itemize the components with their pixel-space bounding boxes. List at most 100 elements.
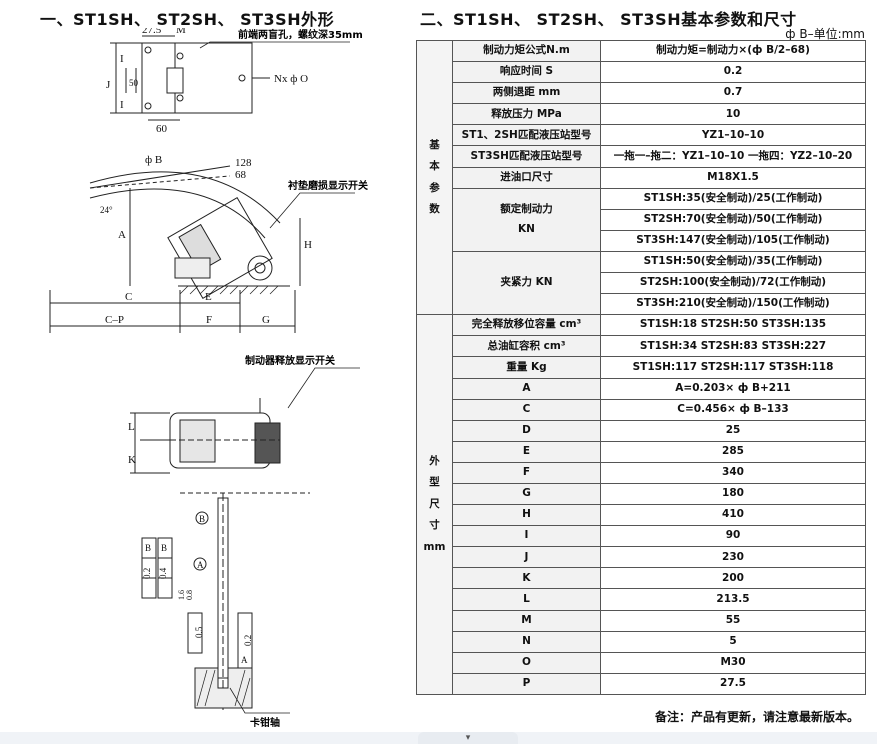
clamp-force-label: 夹紧力 KN — [452, 250, 601, 316]
dim-phib: ф B — [145, 154, 162, 166]
group-char: 基 — [429, 138, 440, 151]
tol-par: 0.4 — [158, 567, 168, 579]
dim-value: 200 — [600, 567, 866, 590]
param-label: 释放压力 MPa — [452, 103, 601, 126]
dim-label: K — [452, 567, 601, 590]
dim-label: F — [452, 461, 601, 484]
chevron-down-icon: ▾ — [465, 733, 471, 743]
group-char: mm — [423, 540, 446, 553]
dim-label: C — [452, 398, 601, 421]
group-label-basic: 基本参数 — [416, 39, 453, 316]
dim-value: 213.5 — [600, 588, 866, 611]
clamp-force-value: ST1SH:50(安全制动)/35(工作制动) — [600, 250, 866, 274]
dim-value: M30 — [600, 651, 866, 674]
dim-label: H — [452, 504, 601, 527]
dim-label: M — [452, 609, 601, 632]
rated-force-value: ST3SH:147(安全制动)/105(工作制动) — [600, 229, 866, 252]
params-section-title: 二、ST1SH、 ST2SH、 ST3SH基本参数和尺寸 — [420, 10, 797, 29]
dim-label: O — [452, 651, 601, 674]
dim-e: E — [205, 291, 212, 303]
dim-h: H — [304, 239, 312, 251]
group-char: 数 — [429, 203, 440, 216]
callout-release-label: 制动器释放显示开关 — [245, 354, 335, 367]
dim-27-5: 27.5 — [142, 28, 162, 36]
dim-128: 128 — [235, 157, 252, 169]
dim-k: K — [128, 454, 136, 466]
rated-force-value: ST2SH:70(安全制动)/50(工作制动) — [600, 208, 866, 231]
tol-perp-ref: B — [145, 543, 151, 553]
dim-label: G — [452, 482, 601, 506]
param-value: 0.2 — [600, 61, 866, 84]
tol-par-ref: B — [161, 543, 167, 553]
dim-value: 180 — [600, 482, 866, 506]
group-char: 寸 — [429, 519, 440, 532]
dim-value: 25 — [600, 419, 866, 442]
dim-a: A — [118, 229, 126, 241]
clamp-force-value: ST3SH:210(安全制动)/150(工作制动) — [600, 293, 866, 316]
dim-i-bot: I — [120, 99, 124, 111]
dim-label: 重量 Kg — [452, 356, 601, 379]
dim-label: P — [452, 672, 601, 695]
dim-label: L — [452, 588, 601, 611]
tol-perp: 0.2 — [142, 568, 152, 579]
expand-tab[interactable]: ▾ — [418, 732, 518, 744]
datum-b: B — [199, 514, 205, 524]
dim-c-p: C–P — [105, 314, 124, 326]
dim-label: J — [452, 546, 601, 569]
dim-68: 68 — [235, 169, 247, 181]
dim-value: ST1SH:34 ST2SH:83 ST3SH:227 — [600, 335, 866, 358]
callout-holes-label: 前端两盲孔，螺纹深35mm — [238, 28, 363, 41]
group-char: 参 — [429, 181, 440, 194]
rated-force-label-2: KN — [518, 222, 535, 235]
param-label: ST1、2SH匹配液压站型号 — [452, 124, 601, 147]
dim-j: J — [106, 79, 111, 91]
tol-flat: 0.5 — [194, 626, 204, 638]
dim-m: M — [176, 28, 186, 36]
dim-value: 285 — [600, 440, 866, 463]
dim-label: I — [452, 525, 601, 548]
dim-l: L — [128, 421, 135, 433]
dim-label: 总油缸容积 cm³ — [452, 335, 601, 358]
dim-g: G — [262, 314, 270, 326]
dim-value: C=0.456× ф B–133 — [600, 398, 866, 421]
group-char: 尺 — [429, 497, 440, 510]
dim-label: D — [452, 419, 601, 442]
dim-i-top: I — [120, 53, 124, 65]
group-char: 型 — [429, 476, 440, 489]
tol-par2-ref: A — [241, 655, 248, 665]
dim-c: C — [125, 291, 132, 303]
outline-section-title: 一、ST1SH、 ST2SH、 ST3SH外形 — [40, 10, 335, 29]
dim-value: 410 — [600, 504, 866, 527]
dim-nxo: Nx ф O — [274, 73, 308, 85]
caliper-body — [167, 197, 273, 299]
rough-2: 0.8 — [185, 590, 194, 600]
tol-par2: 0.2 — [243, 635, 253, 646]
dim-value: 5 — [600, 630, 866, 653]
top-view-body — [141, 42, 253, 114]
